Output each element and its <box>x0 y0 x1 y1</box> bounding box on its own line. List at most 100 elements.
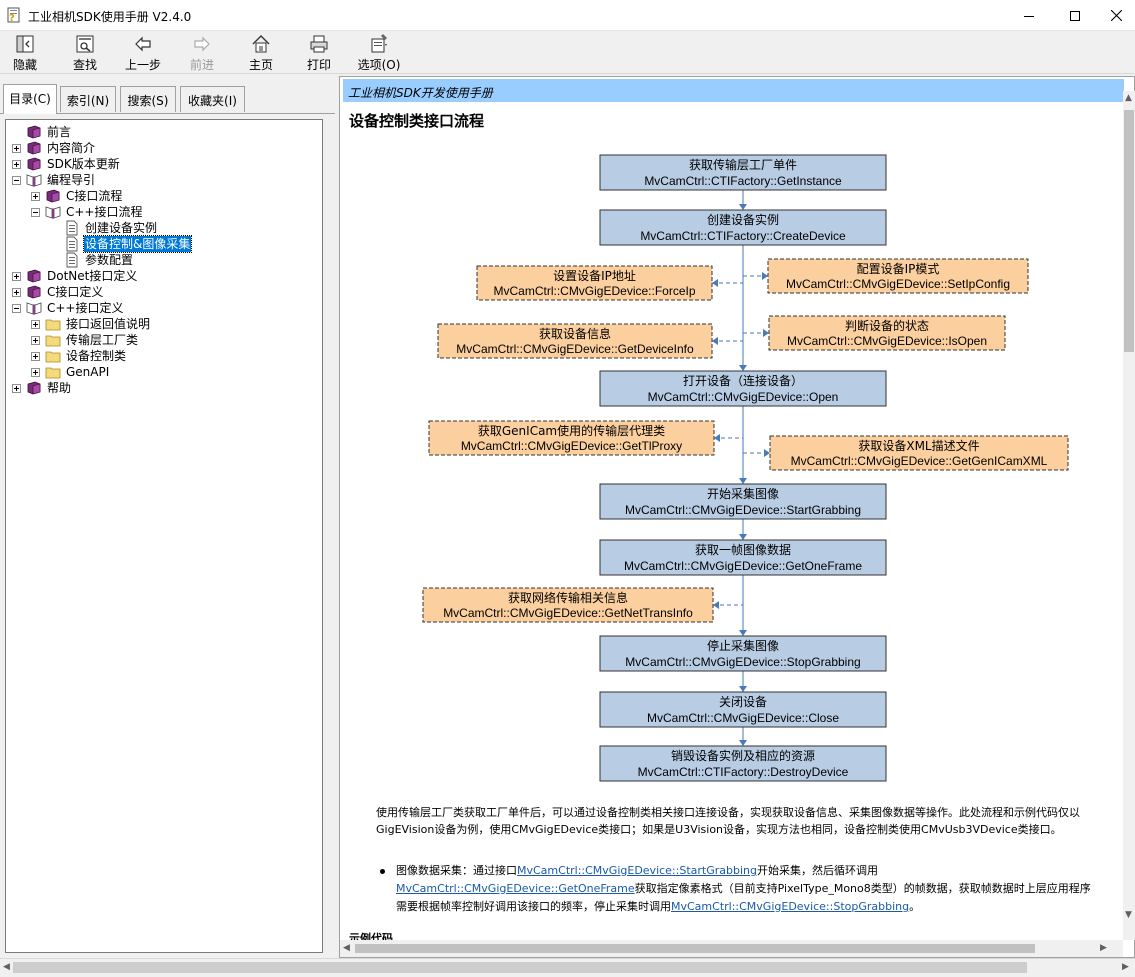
flow-step-api: MvCamCtrl::CMvGigEDevice::GetDeviceInfo <box>456 342 694 356</box>
scroll-right-arrow-icon[interactable]: ▶ <box>1100 943 1107 953</box>
flow-arrow-icon <box>713 601 719 609</box>
flow-diagram: 设置设备IP地址MvCamCtrl::CMvGigEDevice::ForceI… <box>422 154 1069 782</box>
expand-plus-icon[interactable] <box>31 320 40 329</box>
forward-button[interactable]: 前进 <box>185 33 219 73</box>
home-icon <box>252 35 270 53</box>
link-get-one-frame[interactable]: MvCamCtrl::CMvGigEDevice::GetOneFrame <box>396 882 635 895</box>
intro-line-2: GigEVision设备为例，使用CMvGigEDevice类接口；如果是U3V… <box>376 823 1062 836</box>
horizontal-scroll-thumb[interactable] <box>355 944 1035 953</box>
tree-item[interactable]: 帮助 <box>6 380 322 396</box>
tree-item[interactable]: SDK版本更新 <box>6 156 322 172</box>
minimize-button[interactable] <box>1006 0 1052 31</box>
tab-favorites[interactable]: 收藏夹(I) <box>180 86 245 112</box>
tree-item[interactable]: 前言 <box>6 124 322 140</box>
flow-step-api: MvCamCtrl::CMvGigEDevice::SetIpConfig <box>786 277 1010 291</box>
tree-item[interactable]: C++接口定义 <box>6 300 322 316</box>
tree-item-label: GenAPI <box>66 365 110 379</box>
expand-plus-icon[interactable] <box>12 384 21 393</box>
tab-contents[interactable]: 目录(C) <box>3 84 57 114</box>
tree-item[interactable]: GenAPI <box>6 364 322 380</box>
flow-arrow-icon <box>714 434 720 442</box>
tree-item[interactable]: DotNet接口定义 <box>6 268 322 284</box>
flow-step-title: 停止采集图像 <box>707 638 779 653</box>
tree-item[interactable]: C接口定义 <box>6 284 322 300</box>
expand-plus-icon[interactable] <box>12 160 21 169</box>
expand-plus-icon[interactable] <box>31 352 40 361</box>
book-icon <box>45 188 61 204</box>
expand-plus-icon[interactable] <box>31 336 40 345</box>
home-button[interactable]: 主页 <box>244 33 278 73</box>
back-label: 上一步 <box>124 58 161 72</box>
tree-item[interactable]: 参数配置 <box>6 252 322 268</box>
flow-arrow-icon <box>712 279 718 287</box>
open-book-icon <box>26 300 42 316</box>
hide-button[interactable]: 隐藏 <box>8 33 42 73</box>
tree-item[interactable]: C++接口流程 <box>6 204 322 220</box>
collapse-minus-icon[interactable] <box>12 304 21 313</box>
tab-index[interactable]: 索引(N) <box>60 86 116 112</box>
flow-step-api: MvCamCtrl::CMvGigEDevice::ForceIp <box>493 284 695 298</box>
tree-item[interactable]: C接口流程 <box>6 188 322 204</box>
tree-item[interactable]: 编程导引 <box>6 172 322 188</box>
bullet-paragraph: 图像数据采集：通过接口MvCamCtrl::CMvGigEDevice::Sta… <box>396 862 1126 916</box>
open-book-icon <box>45 204 61 220</box>
tree-item[interactable]: 内容简介 <box>6 140 322 156</box>
expand-plus-icon[interactable] <box>31 368 40 377</box>
tree-item-label: 帮助 <box>47 381 72 395</box>
expand-plus-icon[interactable] <box>12 288 21 297</box>
tree-item[interactable]: 设备控制类 <box>6 348 322 364</box>
flow-main-step: 创建设备实例MvCamCtrl::CTIFactory::CreateDevic… <box>599 209 887 246</box>
scroll-down-arrow-icon[interactable]: ▼ <box>1125 910 1132 920</box>
title-bar[interactable]: ? 工业相机SDK使用手册 V2.4.0 <box>0 0 1135 31</box>
tree-item-label: 参数配置 <box>85 253 134 267</box>
home-label: 主页 <box>248 58 273 72</box>
flow-step-api: MvCamCtrl::CMvGigEDevice::GetOneFrame <box>624 559 862 573</box>
flow-step-api: MvCamCtrl::CMvGigEDevice::IsOpen <box>787 334 987 348</box>
flow-main-step: 打开设备（连接设备）MvCamCtrl::CMvGigEDevice::Open <box>599 370 887 407</box>
flow-step-title: 创建设备实例 <box>707 212 779 227</box>
link-stop-grabbing[interactable]: MvCamCtrl::CMvGigEDevice::StopGrabbing <box>671 900 910 913</box>
flow-step-api: MvCamCtrl::CMvGigEDevice::StopGrabbing <box>625 655 860 669</box>
bottom-scroll-left-icon[interactable]: ◀ <box>3 962 10 972</box>
scroll-up-arrow-icon[interactable]: ▲ <box>1125 93 1132 103</box>
link-start-grabbing[interactable]: MvCamCtrl::CMvGigEDevice::StartGrabbing <box>517 864 757 877</box>
flow-step-api: MvCamCtrl::CMvGigEDevice::StartGrabbing <box>625 503 861 517</box>
flow-step-api: MvCamCtrl::CMvGigEDevice::GetTlProxy <box>461 439 682 453</box>
bullet-text-1: 图像数据采集：通过接口 <box>396 864 517 877</box>
bullet-text-2: 开始采集，然后循环调用 <box>756 864 878 877</box>
options-button[interactable]: 选项(O) <box>356 33 402 73</box>
flow-arrow-icon <box>739 630 747 636</box>
page-icon <box>64 252 80 268</box>
flow-arrow-icon <box>764 449 770 457</box>
maximize-button[interactable] <box>1052 0 1098 31</box>
pane-splitter[interactable] <box>335 76 339 958</box>
tab-search[interactable]: 搜索(S) <box>120 86 176 112</box>
find-button[interactable]: 查找 <box>68 33 102 73</box>
tree-item[interactable]: 设备控制&图像采集 <box>6 235 322 253</box>
find-label: 查找 <box>72 58 97 72</box>
expand-plus-icon[interactable] <box>12 144 21 153</box>
flow-side-step: 获取设备信息MvCamCtrl::CMvGigEDevice::GetDevic… <box>437 323 713 359</box>
find-icon <box>76 35 94 53</box>
tree-item[interactable]: 创建设备实例 <box>6 220 322 236</box>
tree-item[interactable]: 传输层工厂类 <box>6 332 322 348</box>
expand-plus-icon[interactable] <box>12 272 21 281</box>
book-icon <box>26 380 42 396</box>
close-button[interactable] <box>1098 0 1135 31</box>
collapse-minus-icon[interactable] <box>12 176 21 185</box>
back-button[interactable]: 上一步 <box>123 33 163 73</box>
scroll-left-arrow-icon[interactable]: ◀ <box>343 943 350 953</box>
bottom-scroll-thumb[interactable] <box>13 962 1027 973</box>
print-button[interactable]: 打印 <box>302 33 336 73</box>
folder-icon <box>45 332 61 348</box>
vertical-scroll-thumb[interactable] <box>1124 110 1134 352</box>
book-icon <box>26 284 42 300</box>
bottom-scroll-right-icon[interactable]: ▶ <box>1122 962 1129 972</box>
tree-item[interactable]: 接口返回值说明 <box>6 316 322 332</box>
expand-plus-icon[interactable] <box>31 192 40 201</box>
collapse-minus-icon[interactable] <box>31 208 40 217</box>
